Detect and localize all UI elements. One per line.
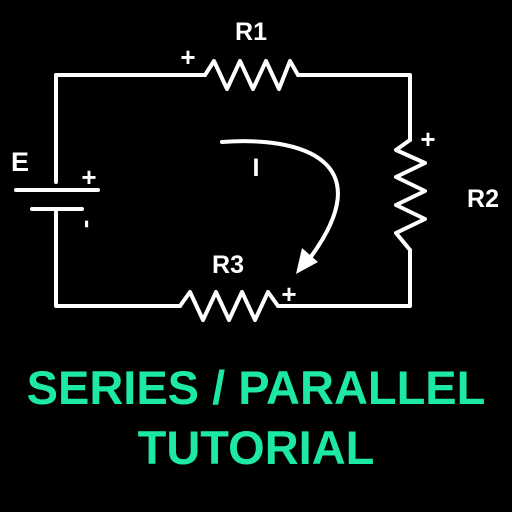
label-r1: R1	[235, 18, 267, 46]
current-arrow-curve	[220, 139, 340, 264]
title-line-1: SERIES / PARALLEL	[26, 361, 486, 414]
title-line-2: TUTORIAL	[137, 421, 375, 474]
plus-sign-battery: +	[81, 162, 96, 192]
current-arrow	[220, 139, 340, 274]
plus-sign-r2: +	[420, 124, 435, 154]
label-r2: R2	[467, 185, 499, 213]
label-e: E	[11, 147, 29, 177]
plus-sign-r1: +	[180, 42, 195, 72]
label-current: I	[253, 154, 260, 182]
resistor-r1	[203, 59, 300, 91]
current-arrow-head	[296, 248, 318, 274]
resistor-r2	[394, 138, 427, 252]
minus-sign-battery: -	[74, 220, 104, 229]
wire-top-right	[296, 73, 412, 142]
label-r3: R3	[212, 251, 244, 279]
wire-bottom-left	[54, 210, 182, 308]
resistor-r3	[178, 290, 280, 322]
wire-right-bottom	[276, 248, 412, 308]
circuit-wires	[54, 73, 412, 308]
battery-e	[14, 188, 100, 211]
plus-sign-r3: +	[281, 279, 296, 309]
